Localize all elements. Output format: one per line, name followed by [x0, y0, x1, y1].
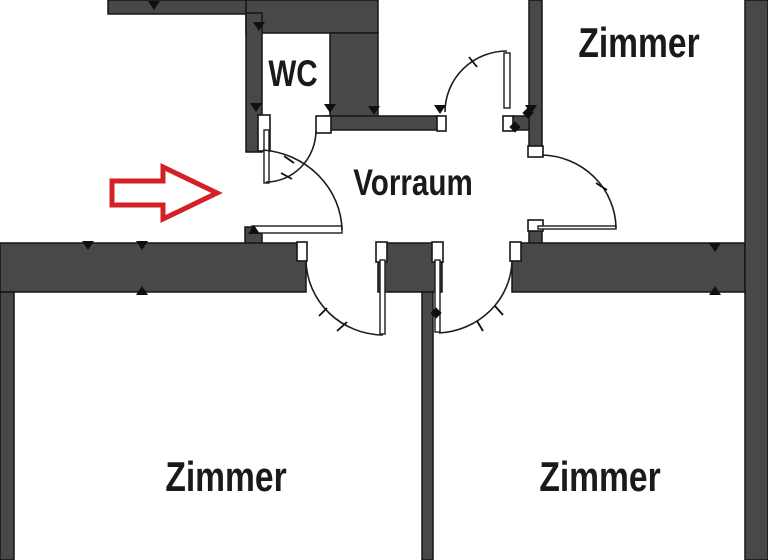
arc-zimmer-tr-door — [541, 154, 617, 229]
arc-tick — [318, 307, 328, 317]
wall-band-right — [511, 242, 746, 293]
leaf-bottomleft-door — [379, 259, 386, 335]
wall-band-left — [0, 242, 307, 293]
wall-wc-top — [245, 0, 379, 34]
wall-tick — [148, 1, 160, 10]
jamb-wc-right — [315, 115, 332, 134]
wall-tick — [136, 241, 148, 250]
wall-right-outer — [744, 0, 768, 560]
wall-tick — [136, 286, 148, 295]
arc-bottomright-door — [438, 260, 513, 334]
room-label-vorraum: Vorraum — [353, 162, 473, 203]
arc-wc-door — [265, 130, 317, 183]
door-leaves-group — [251, 52, 617, 335]
arc-top-door — [444, 50, 508, 113]
wall-left-lower — [0, 291, 15, 560]
room-label-zimmer-bottom-right: Zimmer — [539, 453, 661, 500]
door-jambs-group — [257, 114, 544, 263]
jamb-bottomright-door-left — [431, 241, 444, 263]
wall-tick — [525, 105, 537, 114]
door-arcs-group — [262, 50, 617, 336]
wall-top-band — [107, 0, 248, 15]
wall-tick — [248, 225, 260, 234]
wall-wc-right — [329, 32, 379, 118]
arc-tick — [476, 320, 484, 332]
arc-tick — [336, 321, 348, 332]
wall-tick — [434, 105, 446, 114]
jamb-topdoor-left — [436, 115, 447, 132]
wall-node — [430, 307, 442, 319]
room-label-zimmer-bottom-left: Zimmer — [165, 453, 287, 500]
wall-bottom-middle — [421, 291, 434, 560]
arc-tick — [468, 56, 478, 68]
wall-tick — [368, 106, 380, 115]
room-label-wc: WC — [268, 53, 318, 94]
wall-zimmer-tr-left-upper — [528, 0, 543, 150]
room-label-zimmer-top-right: Zimmer — [578, 19, 700, 66]
wall-tick — [709, 286, 721, 295]
entrance-arrow-icon — [109, 163, 223, 223]
arc-ticks-group — [280, 56, 608, 332]
leaf-wc-door — [263, 129, 270, 184]
leaf-top-door — [503, 52, 511, 109]
jamb-zimmer-tr-top — [527, 145, 544, 158]
arc-tick — [595, 182, 608, 191]
leaf-entrance-door — [251, 225, 343, 234]
jamb-bottomright-door-right — [509, 241, 522, 262]
wall-vorraum-top — [324, 115, 439, 131]
arc-tick — [494, 305, 504, 316]
arc-entrance-door — [262, 149, 343, 231]
leaf-bottomright-door — [434, 259, 441, 333]
jamb-bottomleft-door-right — [375, 241, 388, 263]
arc-bottomleft-door — [305, 260, 384, 336]
wall-tick — [709, 243, 721, 252]
arc-tick — [280, 172, 293, 180]
jamb-bottomleft-door-left — [296, 241, 308, 262]
wall-tick — [324, 104, 336, 113]
arc-tick — [283, 155, 295, 164]
wall-tick — [250, 103, 262, 112]
wall-tick — [253, 22, 265, 31]
wall-tick — [82, 241, 94, 250]
leaf-zimmer-tr-door — [537, 225, 617, 230]
